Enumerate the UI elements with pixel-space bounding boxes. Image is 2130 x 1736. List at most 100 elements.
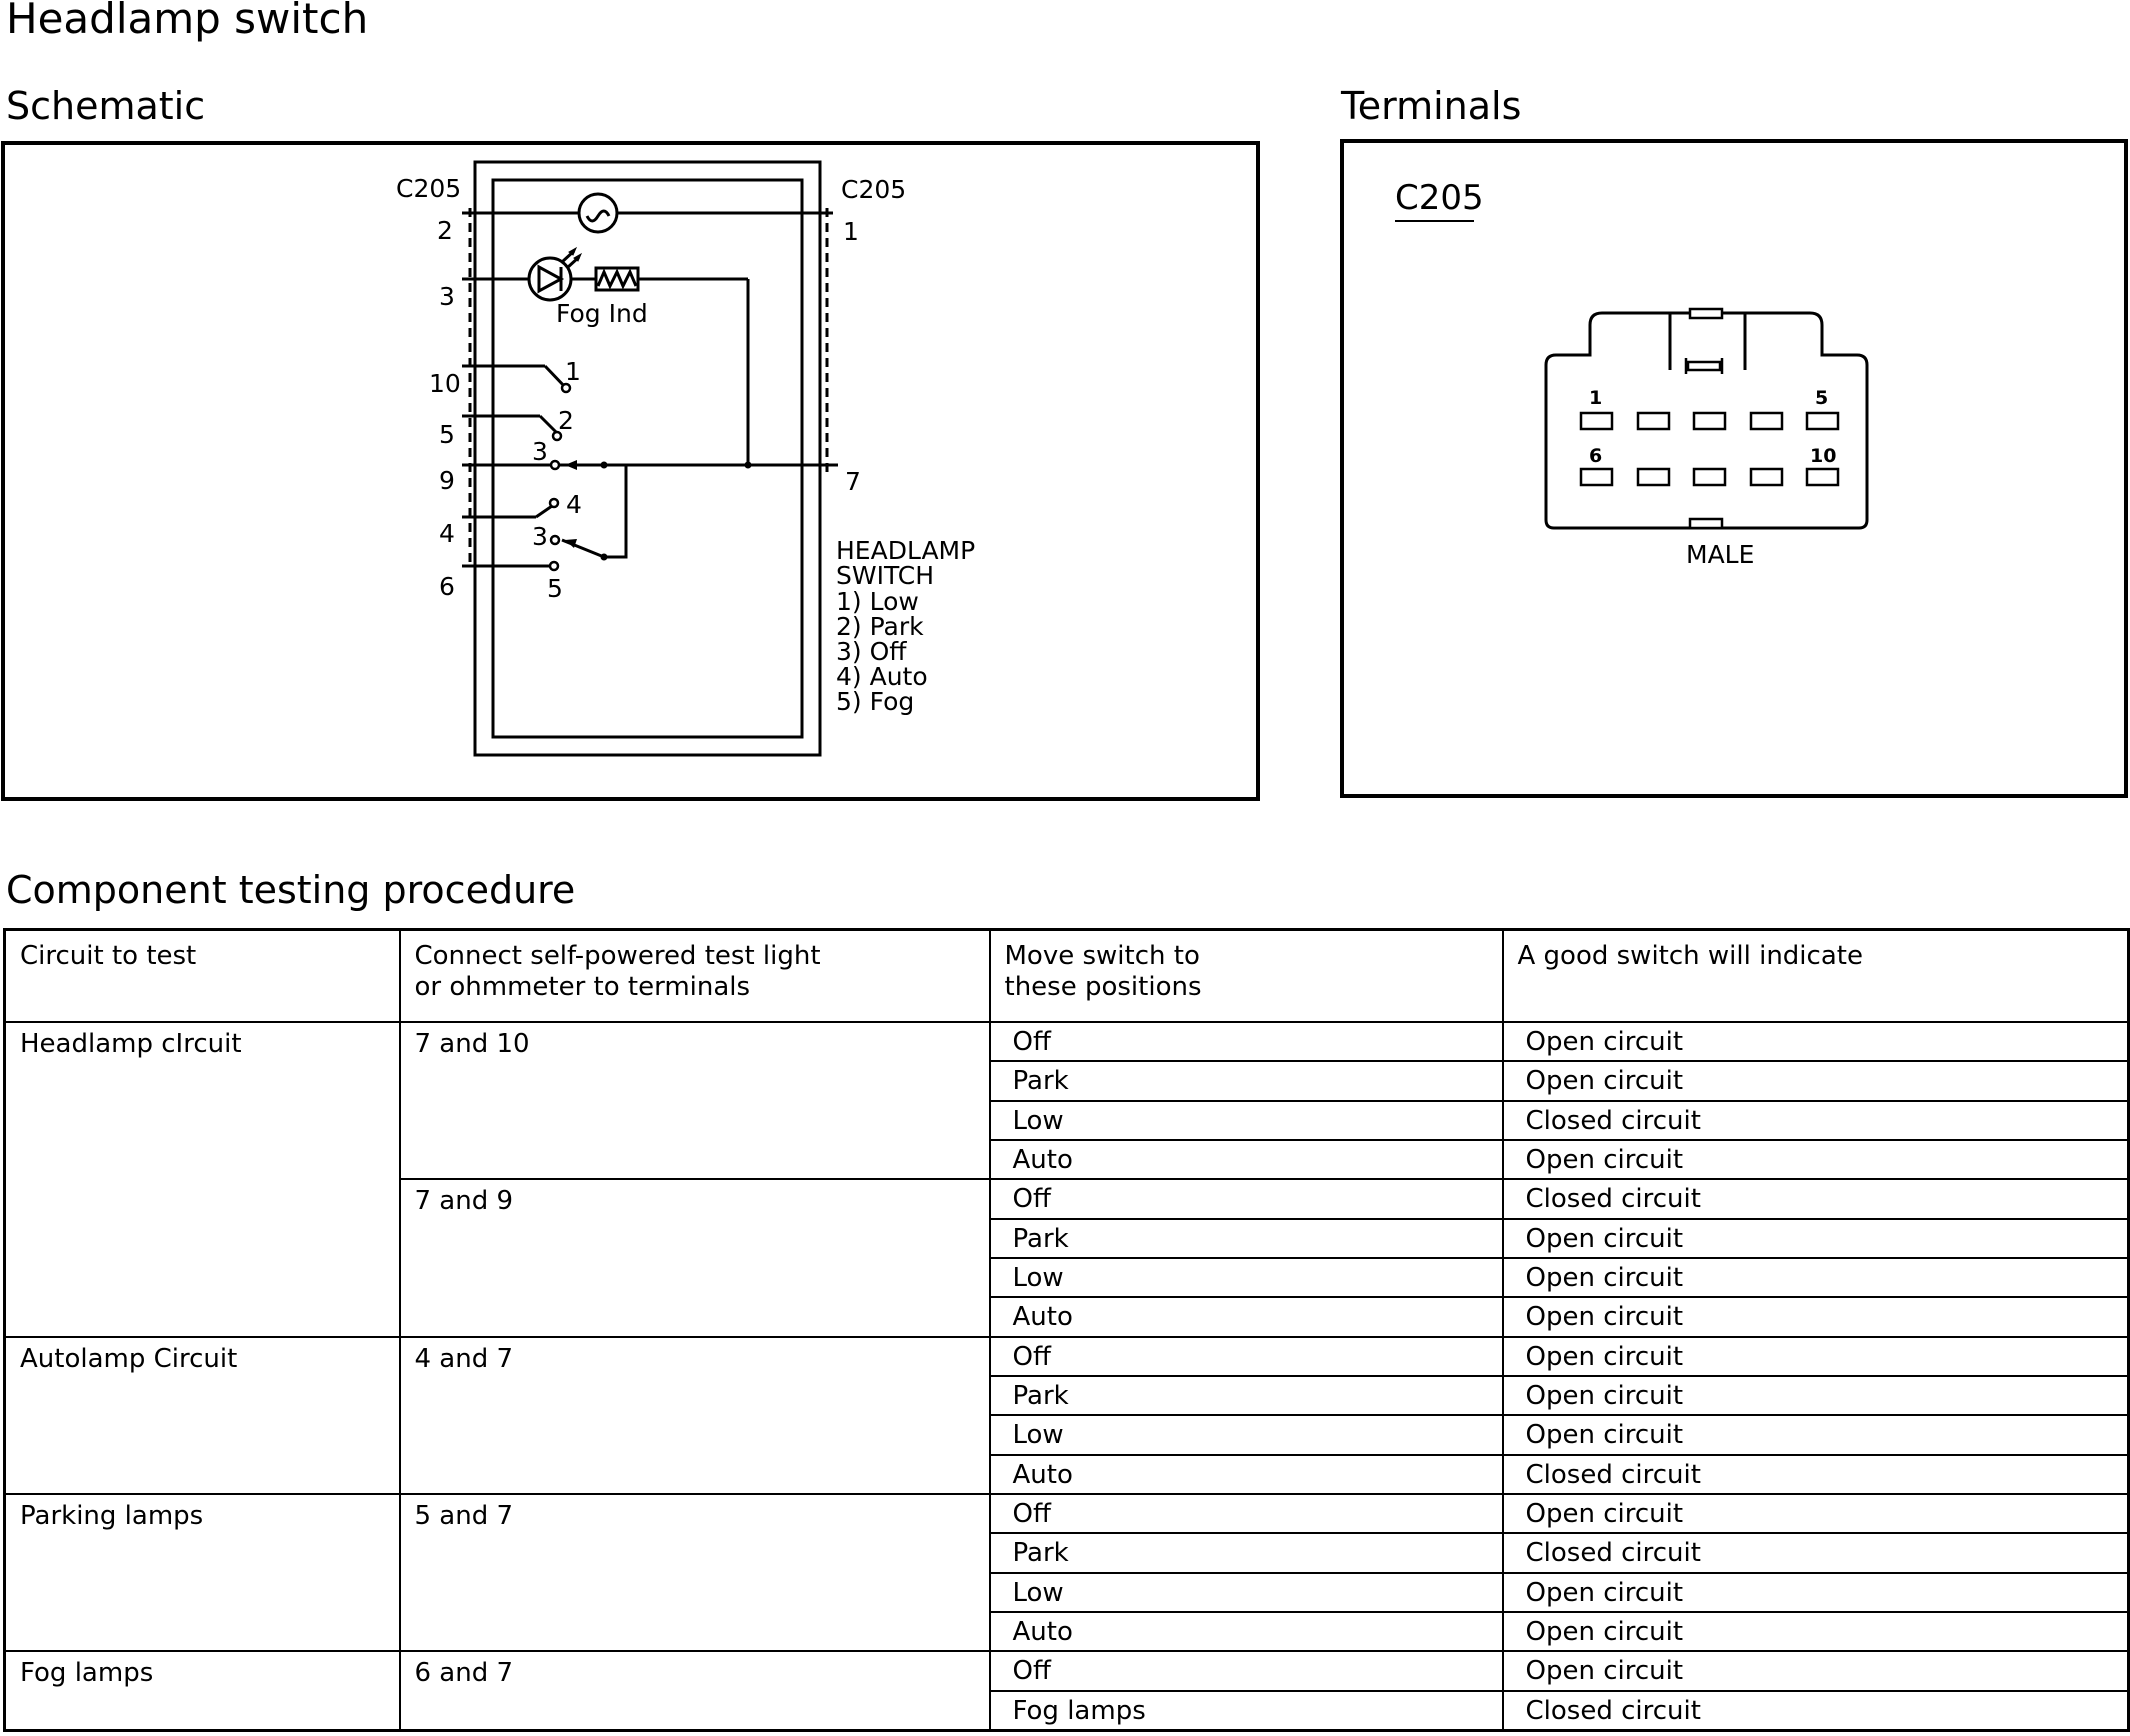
pin-cavity bbox=[1636, 411, 1671, 431]
circuit-cell: Headlamp cIrcuit bbox=[3, 1021, 401, 1338]
contact-label: 2 bbox=[558, 406, 574, 435]
position-cell: Off bbox=[988, 1650, 1504, 1692]
result-cell: Closed circuit bbox=[1501, 1532, 2130, 1574]
lamp-icon bbox=[577, 192, 619, 234]
switch-position: 3) Off bbox=[836, 637, 907, 666]
result-cell: Open circuit bbox=[1501, 1138, 2130, 1181]
circuit-cell: Fog lamps bbox=[3, 1650, 401, 1732]
polarization-key bbox=[1684, 358, 1724, 374]
contact-terminal bbox=[548, 497, 560, 509]
terminals-diagram: C205 1 5 6 10 MALE bbox=[1340, 139, 2128, 798]
result-cell: Open circuit bbox=[1501, 1492, 2130, 1535]
position-cell: Auto bbox=[988, 1296, 1504, 1338]
junction-dot bbox=[600, 461, 608, 469]
position-cell: Park bbox=[988, 1532, 1504, 1574]
pin-label: 9 bbox=[439, 466, 455, 495]
connector-gender-label: MALE bbox=[1686, 540, 1754, 569]
pin-cavity bbox=[1749, 411, 1784, 431]
pin-label: 1 bbox=[843, 217, 859, 246]
terminals-cell: 6 and 7 bbox=[398, 1650, 991, 1732]
locking-tab bbox=[1668, 313, 1747, 370]
result-cell: Open circuit bbox=[1501, 1414, 2130, 1456]
terminals-cell: 5 and 7 bbox=[398, 1492, 991, 1653]
pin-number: 1 bbox=[1589, 387, 1602, 409]
pin-cavity bbox=[1692, 411, 1727, 431]
result-cell: Open circuit bbox=[1501, 1296, 2130, 1338]
switch-body-inner bbox=[491, 178, 804, 739]
switch-position: 4) Auto bbox=[836, 662, 928, 691]
pin-label: 6 bbox=[439, 572, 455, 601]
switch-contacts bbox=[548, 382, 572, 572]
terminals-frame bbox=[1340, 139, 2128, 798]
pin-label: 3 bbox=[439, 282, 455, 311]
position-cell: Off bbox=[988, 1492, 1504, 1535]
position-cell: Park bbox=[988, 1374, 1504, 1417]
wire-wiper-link bbox=[604, 463, 748, 559]
column-header: Move switch to these positions bbox=[988, 928, 1504, 1023]
result-cell: Closed circuit bbox=[1501, 1178, 2130, 1220]
pin-cavity bbox=[1692, 467, 1727, 487]
position-cell: Low bbox=[988, 1256, 1504, 1299]
result-cell: Open circuit bbox=[1501, 1335, 2130, 1377]
pin-label: 5 bbox=[439, 420, 455, 449]
terminals-cell: 7 and 10 bbox=[398, 1020, 991, 1181]
terminal-pins bbox=[1579, 411, 1840, 487]
result-cell: Open circuit bbox=[1501, 1610, 2130, 1653]
contact-terminal bbox=[548, 560, 560, 572]
connector-label-right: C205 bbox=[841, 175, 906, 204]
schematic-diagram: C205 C205 2 3 10 5 9 4 6 1 7 Fog Ind 1 2… bbox=[1, 141, 1260, 801]
result-cell: Closed circuit bbox=[1501, 1099, 2130, 1141]
switch-title: SWITCH bbox=[836, 561, 934, 590]
result-cell: Open circuit bbox=[1501, 1256, 2130, 1299]
switch-title: HEADLAMP bbox=[836, 536, 975, 565]
wire-junctions bbox=[565, 460, 752, 561]
junction-dot bbox=[744, 461, 752, 469]
fog-ind-label: Fog Ind bbox=[556, 299, 648, 328]
schematic-frame bbox=[1, 141, 1260, 801]
connector-label-left: C205 bbox=[396, 174, 461, 203]
position-cell: Off bbox=[988, 1020, 1504, 1063]
pin-number: 5 bbox=[1815, 387, 1828, 409]
pin-label: 10 bbox=[429, 369, 461, 398]
contact-label: 1 bbox=[565, 357, 581, 386]
procedure-heading: Component testing procedure bbox=[6, 868, 576, 912]
position-cell: Low bbox=[988, 1099, 1504, 1141]
pin-cavity bbox=[1805, 411, 1840, 431]
contact-terminal bbox=[549, 534, 561, 546]
contact-label: 4 bbox=[566, 490, 582, 519]
circuit-cell: Autolamp Circuit bbox=[3, 1335, 401, 1495]
switch-position: 2) Park bbox=[836, 612, 924, 641]
result-cell: Open circuit bbox=[1501, 1571, 2130, 1613]
result-cell: Open circuit bbox=[1501, 1650, 2130, 1692]
contact-terminal bbox=[560, 382, 572, 394]
position-cell: Low bbox=[988, 1571, 1504, 1613]
table-header-row: Circuit to test Connect self-powered tes… bbox=[3, 928, 2130, 1023]
led-icon bbox=[527, 246, 583, 302]
pin-label: 7 bbox=[845, 467, 861, 496]
arrow-head bbox=[565, 539, 577, 548]
position-cell: Auto bbox=[988, 1138, 1504, 1181]
pin-number: 10 bbox=[1810, 445, 1836, 467]
result-cell: Closed circuit bbox=[1501, 1453, 2130, 1495]
result-cell: Closed circuit bbox=[1501, 1689, 2130, 1732]
pin-number: 6 bbox=[1589, 445, 1602, 467]
switch-position: 5) Fog bbox=[836, 687, 914, 716]
result-cell: Open circuit bbox=[1501, 1020, 2130, 1063]
circuit-cell: Parking lamps bbox=[3, 1492, 401, 1653]
latch-top bbox=[1688, 307, 1724, 320]
column-header: A good switch will indicate bbox=[1501, 928, 2130, 1023]
